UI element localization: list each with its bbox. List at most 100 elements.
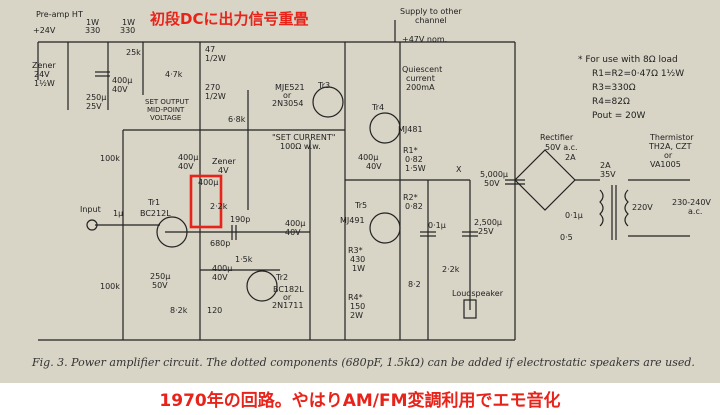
label-c400e-v: 40V: [285, 228, 301, 237]
label-tr2: Tr2: [275, 273, 288, 282]
label-r4-w: 2W: [350, 311, 363, 320]
annotation-footer: 1970年の回路。やはりAM/FM変調利用でエモ音化: [159, 391, 561, 411]
label-c400e: 400µ: [285, 219, 305, 228]
label-mj491: MJ491: [340, 216, 365, 225]
label-input: Input: [80, 205, 101, 214]
label-r270-w: 1/2W: [205, 92, 226, 101]
label-2a: 2A: [600, 161, 611, 170]
label-c680: 680p: [210, 239, 230, 248]
label-va1005: VA1005: [650, 160, 681, 169]
label-bc182-or: or: [283, 293, 292, 302]
label-r3-v: 430: [350, 255, 365, 264]
label-r330b: 330: [120, 26, 135, 35]
label-th-or: or: [664, 151, 673, 160]
label-highlight-r22k: 2·2k: [210, 202, 228, 211]
label-c250b: 250µ: [150, 272, 170, 281]
label-tr4: Tr4: [371, 103, 384, 112]
label-r1: R1*: [403, 146, 418, 155]
annotation-title: 初段DCに出力信号重畳: [150, 10, 309, 28]
label-r1-v: 0·82: [405, 155, 423, 164]
label-zener2-v: 4V: [218, 166, 229, 175]
label-bc212: BC212L: [140, 209, 171, 218]
label-r47-w: 1/2W: [205, 54, 226, 63]
label-r330a-w: 1W: [86, 18, 99, 27]
label-r3-w: 1W: [352, 264, 365, 273]
label-r4: R4*: [348, 293, 363, 302]
label-setout-1: SET OUTPUT: [145, 98, 190, 106]
label-mains-1: 230-240V: [672, 198, 711, 207]
label-c400b: 400µ: [178, 153, 198, 162]
label-r47: 47: [205, 45, 215, 54]
label-c5000: 5,000µ: [480, 170, 508, 179]
label-c400c: 400µ: [358, 153, 378, 162]
label-r330a: 330: [85, 26, 100, 35]
label-r330b-w: 1W: [122, 18, 135, 27]
label-thermistor: Thermistor: [649, 133, 694, 142]
label-plus47: +47V nom.: [402, 35, 447, 44]
label-bc182: BC182L: [273, 285, 304, 294]
label-zener: Zener: [32, 61, 56, 70]
label-speaker: Loudspeaker: [452, 289, 504, 298]
label-quiescent-1: Quiescent: [402, 65, 442, 74]
label-note-3: R3=330Ω: [592, 83, 636, 93]
label-c400d: 400µ: [212, 264, 232, 273]
label-35v: 35V: [600, 170, 616, 179]
label-r100k: 100k: [100, 154, 120, 163]
label-c250-v: 25V: [86, 102, 102, 111]
label-mains-2: a.c.: [688, 207, 702, 216]
label-r2-v: 0·82: [405, 202, 423, 211]
label-r82: 8·2: [408, 280, 421, 289]
label-mj481: MJ481: [398, 125, 423, 134]
label-th2a: TH2A, CZT: [648, 142, 692, 151]
label-x: X: [456, 165, 462, 174]
label-zener-w: 1½W: [34, 79, 55, 88]
label-c01b: 0·1µ: [565, 211, 583, 220]
label-c400c-v: 40V: [366, 162, 382, 171]
label-rectifier-a: 2A: [565, 153, 576, 162]
label-r05: 0·5: [560, 233, 573, 242]
label-r82k: 8·2k: [170, 306, 188, 315]
label-r68k: 6·8k: [228, 115, 246, 124]
label-c250: 250µ: [86, 93, 106, 102]
label-c5000-v: 50V: [484, 179, 500, 188]
label-c2500-v: 25V: [478, 227, 494, 236]
label-mje-or: or: [283, 91, 292, 100]
label-tr2-2n: 2N1711: [272, 301, 303, 310]
label-c250b-v: 50V: [152, 281, 168, 290]
label-mje-2n: 2N3054: [272, 99, 303, 108]
label-highlight-c400: 400µ: [198, 178, 218, 187]
figure-caption: Fig. 3. Power amplifier circuit. The dot…: [32, 356, 695, 369]
label-tr5: Tr5: [354, 201, 367, 210]
label-r22kb: 2·2k: [442, 265, 460, 274]
label-note-5: Pout = 20W: [592, 111, 646, 121]
label-r270: 270: [205, 83, 220, 92]
label-r1-w: 1·5W: [405, 164, 426, 173]
label-c400a: 400µ: [112, 76, 132, 85]
label-setout-2: MID-POINT: [147, 106, 185, 114]
label-quiescent-2: current: [406, 74, 435, 83]
label-setout-3: VOLTAGE: [150, 114, 181, 122]
label-rectifier-v: 50V a.c.: [545, 143, 578, 152]
label-supply-2: channel: [415, 16, 447, 25]
label-rectifier: Rectifier: [540, 133, 574, 142]
label-r25k: 25k: [126, 48, 141, 57]
label-r47k: 4·7k: [165, 70, 183, 79]
label-c2500: 2,500µ: [474, 218, 502, 227]
label-tr1: Tr1: [147, 198, 160, 207]
label-c01: 0·1µ: [428, 221, 446, 230]
label-r2: R2*: [403, 193, 418, 202]
label-c400b-v: 40V: [178, 162, 194, 171]
label-note-4: R4=82Ω: [592, 97, 630, 107]
label-tr3: Tr3: [317, 81, 330, 90]
label-set-current-v: 100Ω w.w.: [280, 142, 321, 151]
label-r3: R3*: [348, 246, 363, 255]
label-note-1: * For use with 8Ω load: [578, 55, 678, 65]
label-220v: 220V: [632, 203, 653, 212]
label-zener2: Zener: [212, 157, 236, 166]
label-note-2: R1=R2=0·47Ω 1½W: [592, 69, 684, 79]
label-c1u: 1µ: [113, 209, 123, 218]
label-c400d-v: 40V: [212, 273, 228, 282]
label-set-current: "SET CURRENT": [272, 133, 335, 142]
label-r15k: 1·5k: [235, 255, 253, 264]
